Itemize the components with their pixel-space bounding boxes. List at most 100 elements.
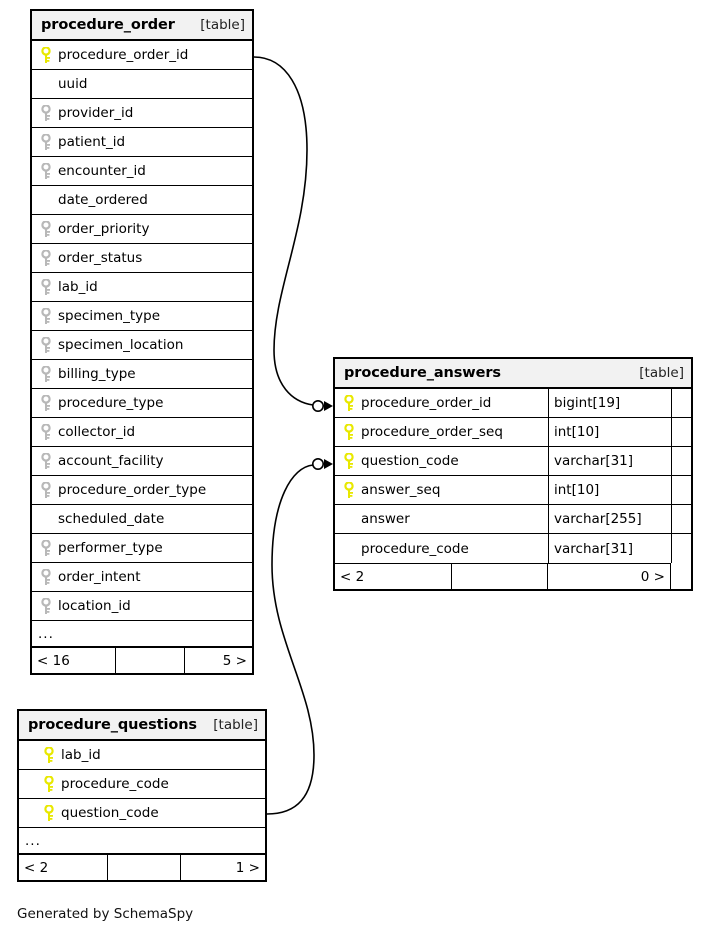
table-procedure-order[interactable]: procedure_order [table] procedure_order_… <box>30 9 254 675</box>
table-header: procedure_answers [table] <box>335 359 691 389</box>
table-footer: < 2 1 > <box>19 854 265 880</box>
key-icon <box>38 452 54 470</box>
table-row[interactable]: answer varchar[255] <box>335 505 691 534</box>
column-label: collector_id <box>58 424 136 440</box>
table-row[interactable]: procedure_type <box>32 389 252 418</box>
column-name-cell: procedure_type <box>32 389 252 417</box>
column-extra <box>671 505 691 533</box>
table-row[interactable]: uuid <box>32 70 252 99</box>
table-row[interactable]: performer_type <box>32 534 252 563</box>
key-icon <box>38 539 54 557</box>
column-name-cell: procedure_order_id <box>335 389 548 417</box>
table-row[interactable]: patient_id <box>32 128 252 157</box>
cardinality-many-arrow <box>324 459 333 469</box>
table-row[interactable]: location_id <box>32 592 252 621</box>
column-label: provider_id <box>58 105 134 121</box>
table-row[interactable]: date_ordered <box>32 186 252 215</box>
column-name-cell: procedure_code <box>19 770 265 798</box>
column-name-cell: collector_id <box>32 418 252 446</box>
table-row[interactable]: procedure_order_seq int[10] <box>335 418 691 447</box>
more-columns-indicator: ... <box>32 621 252 647</box>
column-type: varchar[255] <box>548 505 671 533</box>
footer-middle <box>452 564 548 589</box>
table-row[interactable]: procedure_code <box>19 770 265 799</box>
column-label: order_intent <box>58 569 141 585</box>
column-label: order_priority <box>58 221 150 237</box>
column-label: account_facility <box>58 453 164 469</box>
table-row[interactable]: procedure_code varchar[31] <box>335 534 691 563</box>
column-label: scheduled_date <box>58 511 165 527</box>
table-row[interactable]: account_facility <box>32 447 252 476</box>
table-row[interactable]: scheduled_date <box>32 505 252 534</box>
column-label: procedure_order_seq <box>361 424 503 440</box>
footer-incoming-count[interactable]: < 2 <box>335 564 452 589</box>
table-row[interactable]: question_code varchar[31] <box>335 447 691 476</box>
column-name-cell: scheduled_date <box>32 505 252 533</box>
table-row[interactable]: specimen_type <box>32 302 252 331</box>
column-label: location_id <box>58 598 131 614</box>
column-name-cell: date_ordered <box>32 186 252 214</box>
key-icon <box>38 278 54 296</box>
column-name-cell: location_id <box>32 592 252 620</box>
key-icon <box>38 568 54 586</box>
column-name-cell: procedure_code <box>335 534 548 563</box>
footer-incoming-count[interactable]: < 2 <box>19 855 108 880</box>
table-row[interactable]: procedure_order_id bigint[19] <box>335 389 691 418</box>
table-procedure-answers[interactable]: procedure_answers [table] procedure_orde… <box>333 357 693 591</box>
column-name-cell: patient_id <box>32 128 252 156</box>
column-name-cell: question_code <box>19 799 265 827</box>
table-row[interactable]: specimen_location <box>32 331 252 360</box>
column-type: varchar[31] <box>548 534 671 563</box>
table-row[interactable]: billing_type <box>32 360 252 389</box>
table-procedure-questions[interactable]: procedure_questions [table] lab_id <box>17 709 267 882</box>
column-label: answer <box>361 511 410 527</box>
column-name-cell: lab_id <box>19 741 265 769</box>
column-type: bigint[19] <box>548 389 671 417</box>
footer-incoming-count[interactable]: < 16 <box>32 648 116 673</box>
column-label: specimen_location <box>58 337 184 353</box>
column-label: question_code <box>361 453 459 469</box>
column-name-cell: lab_id <box>32 273 252 301</box>
column-list: procedure_order_id bigint[19] procedure_… <box>335 389 691 563</box>
footer-middle <box>116 648 185 673</box>
key-icon <box>38 46 54 64</box>
column-extra <box>671 447 691 475</box>
table-header: procedure_order [table] <box>32 11 252 41</box>
more-columns-indicator: ... <box>19 828 265 854</box>
table-row[interactable]: lab_id <box>32 273 252 302</box>
table-row[interactable]: order_status <box>32 244 252 273</box>
table-kind-label: [table] <box>213 717 258 733</box>
table-row[interactable]: question_code <box>19 799 265 828</box>
column-type: int[10] <box>548 476 671 504</box>
cardinality-zero-marker <box>311 399 324 412</box>
table-row[interactable]: provider_id <box>32 99 252 128</box>
table-row[interactable]: procedure_order_type <box>32 476 252 505</box>
table-row[interactable]: collector_id <box>32 418 252 447</box>
footer-outgoing-count[interactable]: 5 > <box>222 652 247 669</box>
column-label: patient_id <box>58 134 126 150</box>
column-list: lab_id procedure_code ques <box>19 741 265 854</box>
column-label: procedure_type <box>58 395 164 411</box>
table-row[interactable]: order_intent <box>32 563 252 592</box>
table-row[interactable]: lab_id <box>19 741 265 770</box>
table-row[interactable]: encounter_id <box>32 157 252 186</box>
table-footer: < 2 0 > <box>335 563 671 589</box>
key-icon <box>38 481 54 499</box>
column-name-cell: answer <box>335 505 548 533</box>
column-extra <box>671 476 691 504</box>
relationship-procedure-order-to-procedure-answers <box>253 56 333 412</box>
column-name-cell: procedure_order_type <box>32 476 252 504</box>
column-name-cell: performer_type <box>32 534 252 562</box>
footer-outgoing-count[interactable]: 1 > <box>235 859 260 876</box>
table-row[interactable]: answer_seq int[10] <box>335 476 691 505</box>
column-name-cell: question_code <box>335 447 548 475</box>
column-label: lab_id <box>61 747 101 763</box>
key-icon <box>38 220 54 238</box>
table-row[interactable]: order_priority <box>32 215 252 244</box>
column-extra <box>671 389 691 417</box>
key-icon <box>341 423 357 441</box>
footer-outgoing-count[interactable]: 0 > <box>548 564 671 589</box>
table-header: procedure_questions [table] <box>19 711 265 741</box>
table-row[interactable]: procedure_order_id <box>32 41 252 70</box>
